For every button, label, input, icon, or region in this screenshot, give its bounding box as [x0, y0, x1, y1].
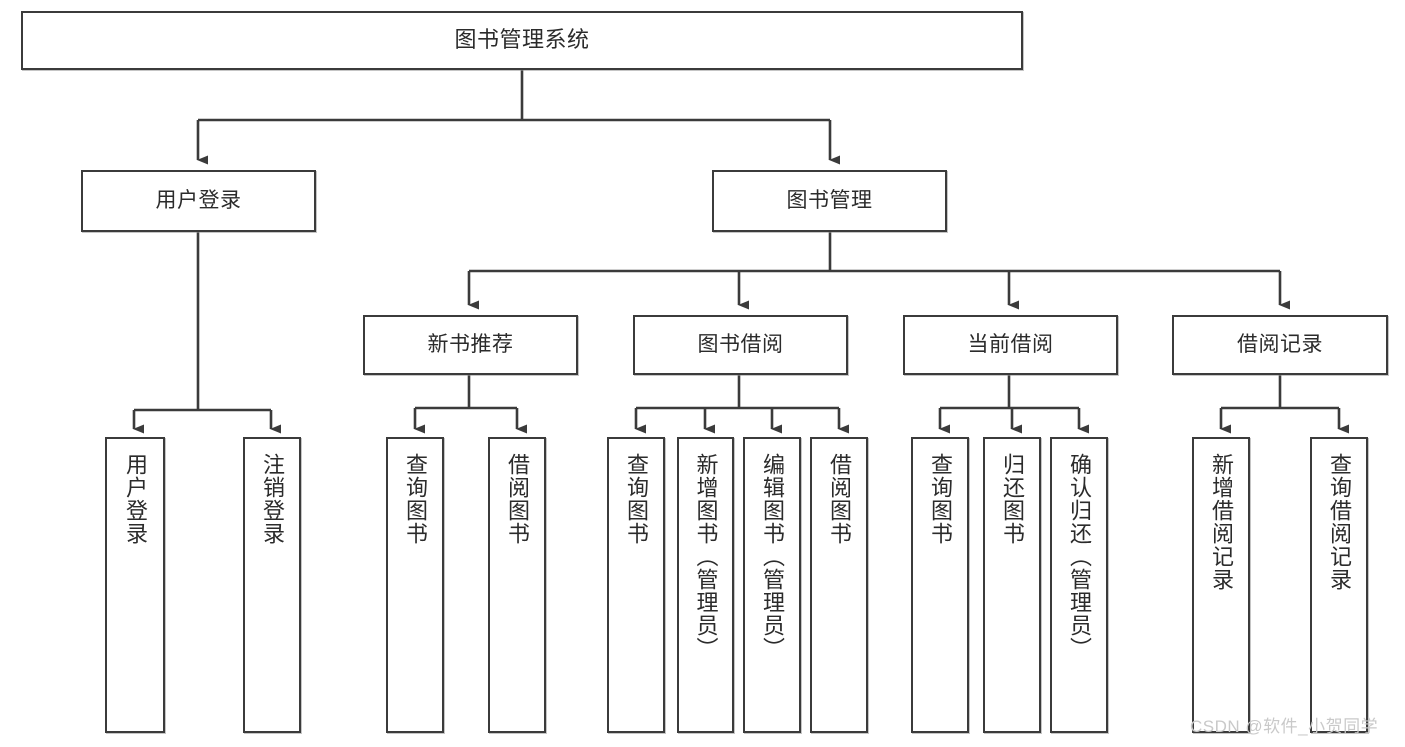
- node-book-borrow[interactable]: 图书借阅: [633, 315, 848, 375]
- node-leaf-return-book[interactable]: 归还图书: [983, 437, 1041, 733]
- node-current-borrow[interactable]: 当前借阅: [903, 315, 1118, 375]
- node-leaf-add-record[interactable]: 新增借阅记录: [1192, 437, 1250, 733]
- node-leaf-borrow-book-rec[interactable]: 借阅图书: [488, 437, 546, 733]
- node-leaf-user-login-label: 用户登录: [122, 453, 148, 545]
- node-leaf-query-book-borrow-label: 查询图书: [623, 453, 649, 545]
- node-leaf-query-book-cur-label: 查询图书: [927, 453, 953, 545]
- node-root[interactable]: 图书管理系统: [21, 11, 1023, 70]
- node-leaf-query-record-label: 查询借阅记录: [1326, 453, 1352, 591]
- node-leaf-edit-book-label: 编辑图书（管理员）: [759, 453, 785, 660]
- node-new-book-recommend[interactable]: 新书推荐: [363, 315, 578, 375]
- node-leaf-query-record[interactable]: 查询借阅记录: [1310, 437, 1368, 733]
- connector-group-new-book-recommend: [413, 375, 527, 434]
- node-leaf-query-book-borrow[interactable]: 查询图书: [607, 437, 665, 733]
- node-leaf-add-book[interactable]: 新增图书（管理员）: [677, 437, 734, 733]
- node-leaf-confirm-return[interactable]: 确认归还（管理员）: [1050, 437, 1108, 733]
- connector-group-root: [196, 70, 840, 165]
- node-leaf-borrow-book-label: 借阅图书: [826, 453, 852, 545]
- node-leaf-logout[interactable]: 注销登录: [243, 437, 301, 733]
- node-borrow-record[interactable]: 借阅记录: [1172, 315, 1388, 375]
- node-book-management[interactable]: 图书管理: [712, 170, 947, 232]
- node-book-management-label: 图书管理: [786, 189, 873, 213]
- node-leaf-query-book-rec[interactable]: 查询图书: [386, 437, 444, 733]
- node-user-login[interactable]: 用户登录: [81, 170, 316, 232]
- node-leaf-user-login[interactable]: 用户登录: [105, 437, 165, 733]
- node-leaf-borrow-book-rec-label: 借阅图书: [504, 453, 530, 545]
- node-root-label: 图书管理系统: [454, 27, 590, 53]
- node-leaf-return-book-label: 归还图书: [999, 453, 1025, 545]
- node-leaf-edit-book[interactable]: 编辑图书（管理员）: [743, 437, 801, 733]
- node-leaf-confirm-return-label: 确认归还（管理员）: [1066, 453, 1092, 660]
- connector-group-user-login: [132, 232, 281, 434]
- node-leaf-query-book-cur[interactable]: 查询图书: [911, 437, 969, 733]
- node-book-borrow-label: 图书借阅: [697, 333, 784, 357]
- connector-group-borrow-record: [1219, 375, 1349, 434]
- connector-group-current-borrow: [938, 375, 1089, 434]
- watermark: CSDN @软件_小贺同学: [1190, 717, 1379, 736]
- node-leaf-add-book-label: 新增图书（管理员）: [693, 453, 719, 660]
- node-user-login-label: 用户登录: [155, 189, 242, 213]
- node-new-book-recommend-label: 新书推荐: [427, 333, 514, 357]
- connector-group-book-management: [467, 232, 1290, 310]
- connector-group-book-borrow: [634, 375, 849, 434]
- node-current-borrow-label: 当前借阅: [967, 333, 1054, 357]
- node-leaf-borrow-book[interactable]: 借阅图书: [810, 437, 868, 733]
- node-borrow-record-label: 借阅记录: [1237, 333, 1323, 357]
- node-leaf-add-record-label: 新增借阅记录: [1208, 453, 1234, 591]
- node-leaf-query-book-rec-label: 查询图书: [402, 453, 428, 545]
- node-leaf-logout-label: 注销登录: [259, 453, 285, 545]
